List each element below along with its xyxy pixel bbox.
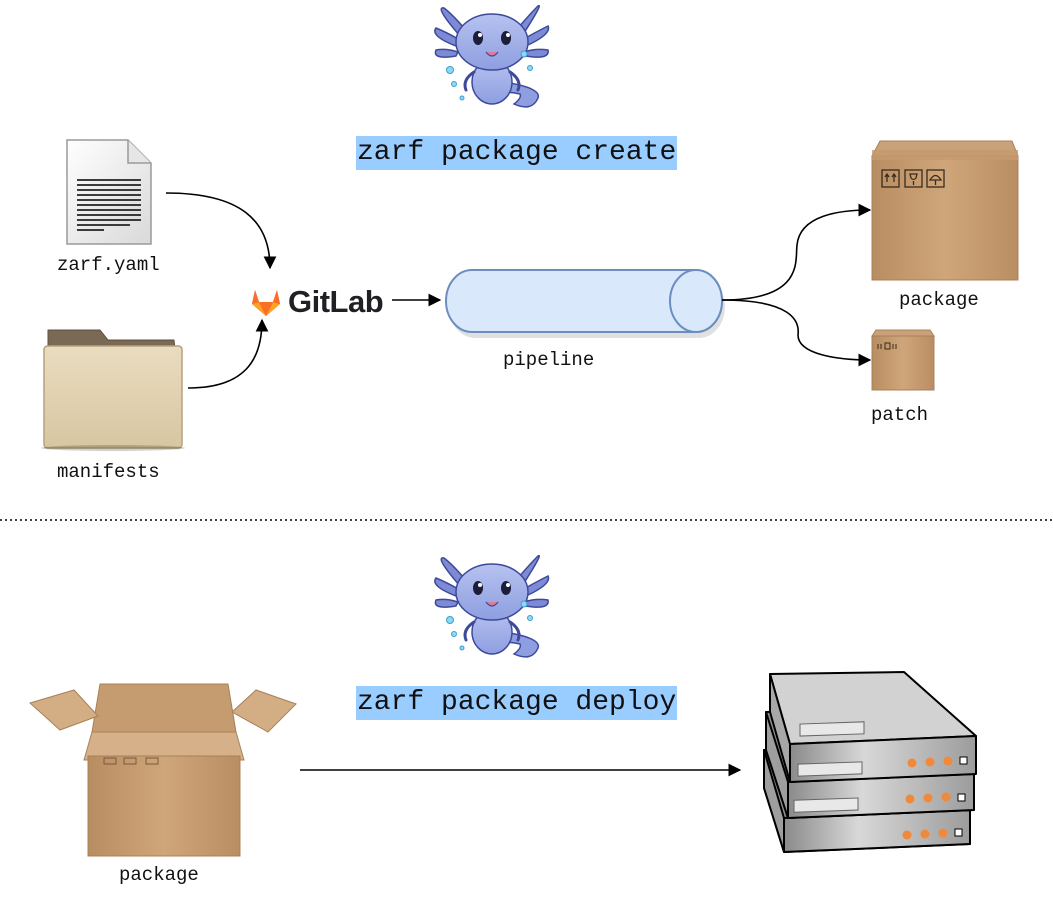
document-icon xyxy=(66,139,152,245)
gitlab-wordmark: GitLab xyxy=(288,284,383,319)
axolotl-mascot-icon xyxy=(434,4,550,108)
pipeline-cylinder xyxy=(445,269,725,338)
package-output-label: package xyxy=(899,289,979,311)
small-cardboard-box-icon xyxy=(871,329,935,391)
gitlab-logo-icon xyxy=(252,290,280,316)
cardboard-box-icon xyxy=(871,140,1019,281)
edge-pipeline-to-package xyxy=(721,203,872,301)
axolotl-mascot-icon xyxy=(434,554,550,658)
edge-pipeline-to-patch xyxy=(721,299,872,367)
package-source-label: package xyxy=(119,864,199,886)
patch-output-label: patch xyxy=(871,404,929,426)
edge-zarf-yaml-to-gitlab xyxy=(165,192,277,270)
server-front-panels xyxy=(793,721,968,840)
folder-icon xyxy=(41,329,185,451)
create-command-label: zarf package create xyxy=(356,136,678,170)
edge-manifests-to-gitlab xyxy=(187,318,269,389)
zarf-yaml-label: zarf.yaml xyxy=(57,254,160,276)
manifests-label: manifests xyxy=(57,461,160,483)
pipeline-label: pipeline xyxy=(503,349,595,371)
deploy-command-label: zarf package deploy xyxy=(356,686,678,720)
connectors xyxy=(165,192,872,777)
open-box-icon xyxy=(29,683,297,857)
